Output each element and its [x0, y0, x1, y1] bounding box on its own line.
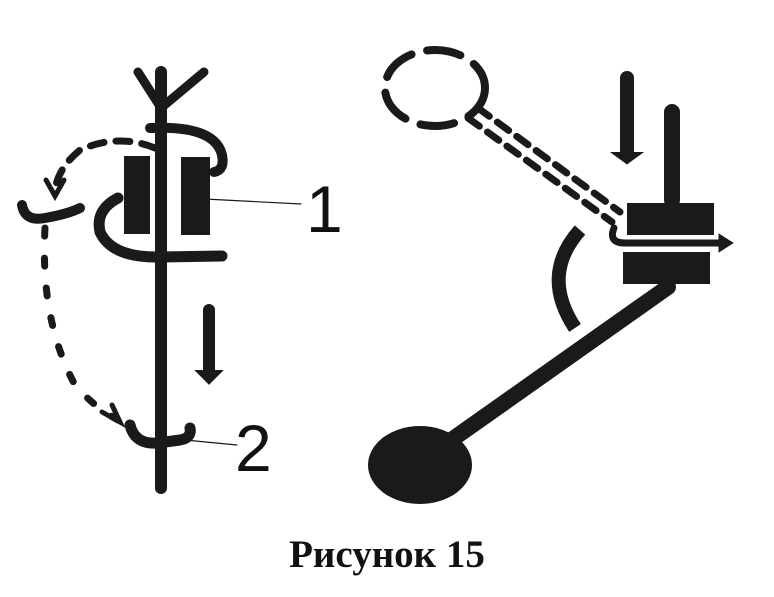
down-arrow-icon	[194, 370, 224, 385]
diagram-figure: 1 2	[17, 46, 734, 504]
dashed-arrowhead-bottom-icon	[99, 402, 126, 428]
left-panel	[17, 66, 302, 494]
spiral-bottom-loop	[93, 192, 228, 263]
right-panel	[368, 46, 734, 504]
block-left	[124, 156, 150, 234]
fork-top-icon	[133, 67, 209, 115]
dashed-return-arc	[51, 137, 159, 194]
dashed-lever-previous-a	[464, 114, 616, 226]
small-hook-left	[17, 200, 85, 224]
wrap-arrowhead-icon	[718, 233, 734, 253]
leader-line-1	[204, 198, 302, 205]
lever-ball	[368, 426, 472, 504]
clamp-block-bottom	[623, 252, 710, 284]
clamp-block-top	[627, 203, 714, 235]
rotation-arc-icon	[551, 225, 586, 332]
dashed-ball-previous-position	[381, 46, 489, 130]
lever-stick	[432, 279, 676, 456]
figure-caption: Рисунок 15	[289, 533, 485, 576]
label-2: 2	[235, 411, 272, 485]
label-1: 1	[306, 172, 343, 246]
dashed-descent-arc	[40, 224, 122, 424]
dashed-arrowhead-top-icon	[43, 177, 67, 202]
dashed-lever-previous-b	[474, 104, 624, 216]
wrap-arrow	[608, 224, 726, 247]
spiral-top-loop	[145, 122, 228, 177]
knot-point	[124, 419, 196, 449]
right-down-arrow-icon	[609, 152, 645, 165]
leader-line-2	[184, 439, 238, 446]
block-right	[181, 157, 210, 235]
